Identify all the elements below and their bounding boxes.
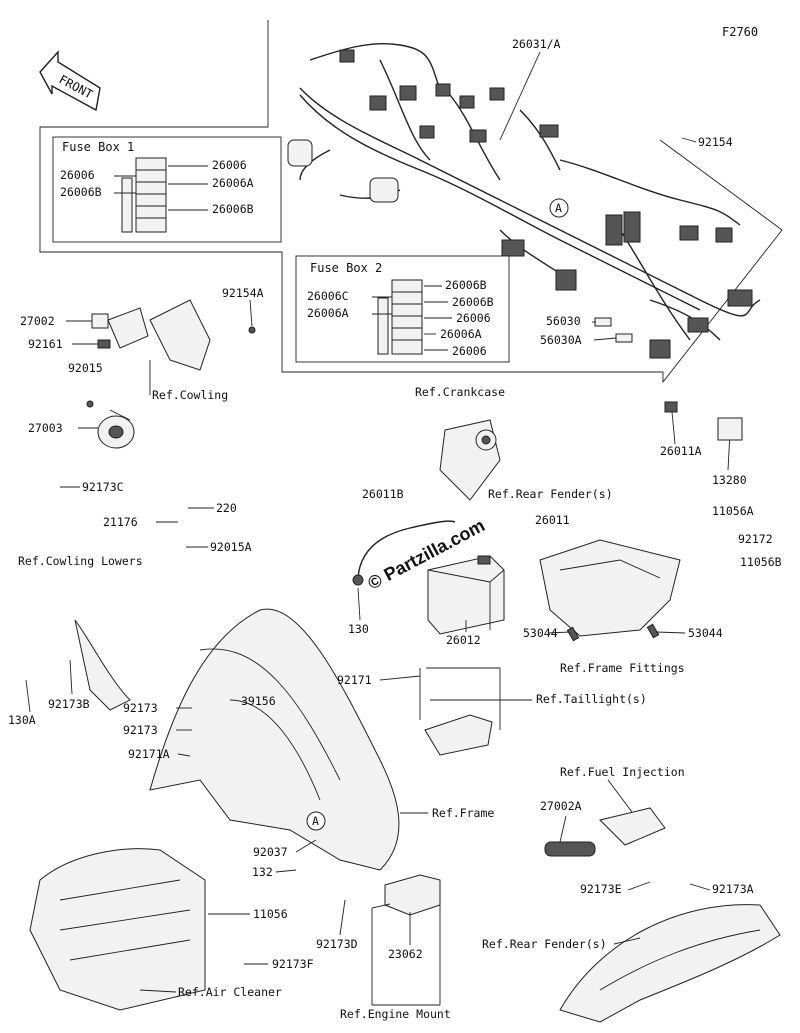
horn-assembly — [86, 299, 256, 449]
fuse-box-1: Fuse Box 1 — [52, 136, 282, 243]
label-11056: 11056 — [253, 907, 288, 921]
label-11056b: 11056B — [740, 555, 782, 569]
label-92173: 92173 — [123, 701, 158, 715]
svg-text:A: A — [312, 814, 319, 828]
taillight — [419, 668, 493, 756]
rear-fender — [559, 904, 781, 1023]
label-92171: 92171 — [337, 673, 372, 687]
callout-a-frame: A — [306, 811, 326, 831]
label-92161: 92161 — [28, 337, 63, 351]
label-13280: 13280 — [712, 473, 747, 487]
label-92173c: 92173C — [82, 480, 124, 494]
battery — [427, 555, 505, 635]
fuel-injection-part — [544, 807, 666, 857]
label-130: 130 — [348, 622, 369, 636]
part-labels: 26031/A 92154 26006 26006 26006B 26006A … — [8, 37, 782, 1021]
battery-case — [539, 539, 681, 642]
label-27002a: 27002A — [540, 799, 582, 813]
label-26006: 26006 — [456, 311, 491, 325]
label-ref-rear-fender: Ref.Rear Fender(s) — [482, 937, 607, 951]
label-26006a: 26006A — [212, 176, 254, 190]
battery-cable — [357, 520, 456, 579]
label-26006b: 26006B — [452, 295, 494, 309]
label-56030a: 56030A — [540, 333, 582, 347]
label-220: 220 — [216, 501, 237, 515]
label-92173b: 92173B — [48, 697, 90, 711]
label-92037: 92037 — [253, 845, 288, 859]
label-26011a: 26011A — [660, 444, 702, 458]
front-arrow-icon: FRONT — [39, 50, 101, 112]
label-21176: 21176 — [103, 515, 138, 529]
label-92154: 92154 — [698, 135, 733, 149]
label-ref-taillight: Ref.Taillight(s) — [536, 692, 647, 706]
label-26006: 26006 — [212, 158, 247, 172]
main-wiring-harness — [287, 42, 761, 359]
label-ref-frame: Ref.Frame — [432, 806, 494, 820]
label-ref-cowling: Ref.Cowling — [152, 388, 228, 402]
frame-assembly — [74, 608, 400, 871]
label-92173d: 92173D — [316, 937, 358, 951]
label-27002: 27002 — [20, 314, 55, 328]
label-ref-fuel-injection: Ref.Fuel Injection — [560, 765, 685, 779]
label-92015: 92015 — [68, 361, 103, 375]
label-26006c: 26006C — [307, 289, 349, 303]
label-ref-crankcase: Ref.Crankcase — [415, 385, 505, 399]
label-130a: 130A — [8, 713, 36, 727]
label-26031-a: 26031/A — [512, 37, 561, 51]
label-92173e: 92173E — [580, 882, 622, 896]
label-11056a: 11056A — [712, 504, 754, 518]
label-92173f: 92173F — [272, 957, 314, 971]
label-92173a: 92173A — [712, 882, 754, 896]
fuse-box-2-title: Fuse Box 2 — [310, 261, 382, 275]
callout-a-harness: A — [549, 198, 569, 218]
label-56030: 56030 — [546, 314, 581, 328]
label-27003: 27003 — [28, 421, 63, 435]
label-26006b: 26006B — [212, 202, 254, 216]
label-26011b: 26011B — [362, 487, 404, 501]
label-92154a: 92154A — [222, 286, 264, 300]
label-26012: 26012 — [446, 633, 481, 647]
label-92172: 92172 — [738, 532, 773, 546]
label-92015a: 92015A — [210, 540, 252, 554]
label-26006a: 26006A — [440, 327, 482, 341]
label-ref-air-cleaner: Ref.Air Cleaner — [178, 985, 282, 999]
label-23062: 23062 — [388, 947, 423, 961]
svg-text:A: A — [555, 201, 562, 215]
engine-mount — [371, 874, 441, 916]
label-26006a: 26006A — [307, 306, 349, 320]
label-92173: 92173 — [123, 723, 158, 737]
label-26006b: 26006B — [60, 185, 102, 199]
fuse-box-2: Fuse Box 2 — [295, 255, 510, 363]
diagram-code: F2760 — [722, 25, 758, 39]
label-53044: 53044 — [688, 626, 723, 640]
label-53044: 53044 — [523, 626, 558, 640]
label-132: 132 — [252, 865, 273, 879]
cable-terminal — [352, 574, 364, 586]
label-26011: 26011 — [535, 513, 570, 527]
label-26006: 26006 — [452, 344, 487, 358]
label-26006: 26006 — [60, 168, 95, 182]
harness-area-outline — [39, 20, 783, 384]
label-ref-rear-fender: Ref.Rear Fender(s) — [488, 487, 613, 501]
air-cleaner — [29, 848, 206, 1011]
label-39156: 39156 — [241, 694, 276, 708]
label-92171a: 92171A — [128, 747, 170, 761]
label-ref-cowling-lowers: Ref.Cowling Lowers — [18, 554, 143, 568]
leader-lines — [25, 51, 743, 1006]
crankcase-part — [439, 419, 501, 501]
label-ref-frame-fittings: Ref.Frame Fittings — [560, 661, 685, 675]
fuse-box-1-title: Fuse Box 1 — [62, 140, 134, 154]
label-26006b: 26006B — [445, 278, 487, 292]
label-ref-engine-mount: Ref.Engine Mount — [340, 1007, 451, 1021]
